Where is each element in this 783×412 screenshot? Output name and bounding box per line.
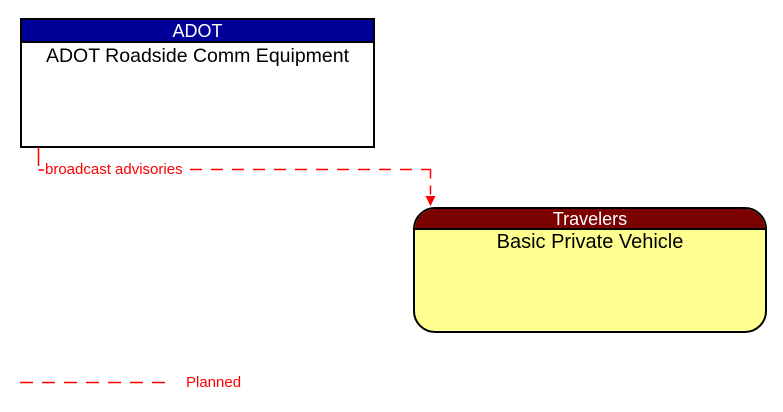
entity-travelers-label: Basic Private Vehicle [496,231,684,253]
entity-adot-title: ADOT [172,21,223,41]
entity-travelers-header: Travelers [415,209,765,230]
entity-adot-label: ADOT Roadside Comm Equipment [45,45,350,67]
flow-label[interactable]: broadcast advisories [45,161,183,178]
entity-adot-header: ADOT [22,20,373,43]
entity-travelers-title: Travelers [552,209,628,229]
entity-adot-body: ADOT Roadside Comm Equipment [22,43,373,68]
legend-planned-label: Planned [186,374,242,391]
entity-travelers[interactable]: Travelers Basic Private Vehicle [413,207,767,333]
entity-travelers-body: Basic Private Vehicle [415,230,765,254]
flow-arrowhead-icon [425,196,436,206]
entity-adot[interactable]: ADOT ADOT Roadside Comm Equipment [20,18,375,148]
